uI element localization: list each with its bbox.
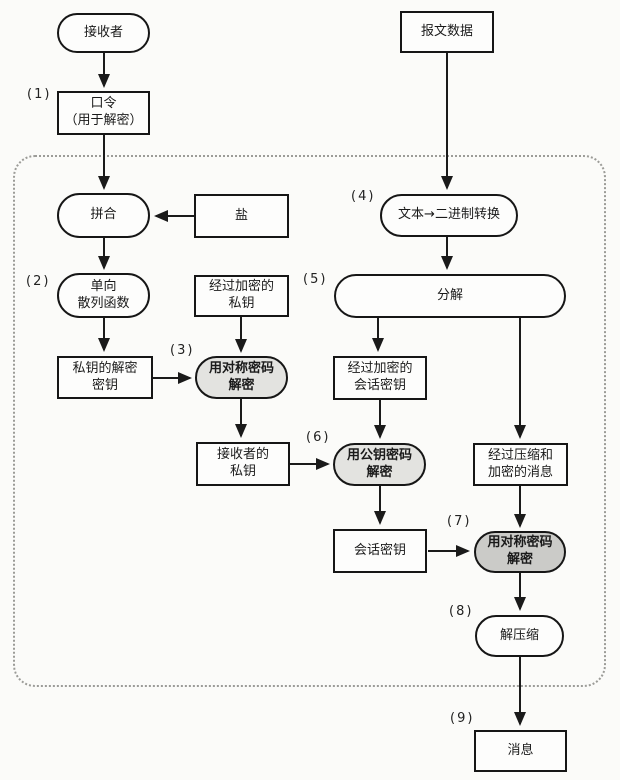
node-public-key-decrypt: 用公钥密码 解密 [333,443,426,486]
step-label-1: (1) [27,87,52,102]
node-receiver: 接收者 [57,13,150,53]
node-encrypted-private-key: 经过加密的 私钥 [194,275,289,317]
node-private-key-decryption-key: 私钥的解密 密钥 [57,356,153,399]
step-label-3: (3) [170,343,195,358]
node-decompose: 分解 [334,274,566,318]
node-passphrase: 口令 （用于解密） [57,91,150,135]
node-message: 消息 [474,730,567,772]
node-receivers-private-key: 接收者的 私钥 [196,442,290,486]
node-message-data: 报文数据 [400,11,494,53]
step-label-5: (5) [303,272,328,287]
node-concat: 拼合 [57,193,150,238]
node-encrypted-session-key: 经过加密的 会话密钥 [333,356,427,400]
step-label-7: (7) [447,514,472,529]
step-label-9: (9) [450,711,475,726]
node-compressed-encrypted-message: 经过压缩和 加密的消息 [473,443,568,486]
node-symmetric-decrypt-private-key: 用对称密码 解密 [195,356,288,399]
node-salt: 盐 [194,194,289,238]
node-decompress: 解压缩 [475,615,564,657]
step-label-6: (6) [306,430,331,445]
node-one-way-hash: 单向 散列函数 [57,273,150,318]
step-label-4: (4) [351,189,376,204]
step-label-2: (2) [26,274,51,289]
node-text-to-binary: 文本→二进制转换 [380,194,518,237]
dashed-boundary-region [13,155,606,687]
node-symmetric-decrypt-message: 用对称密码 解密 [474,531,566,573]
step-label-8: (8) [449,604,474,619]
node-session-key: 会话密钥 [333,529,427,573]
